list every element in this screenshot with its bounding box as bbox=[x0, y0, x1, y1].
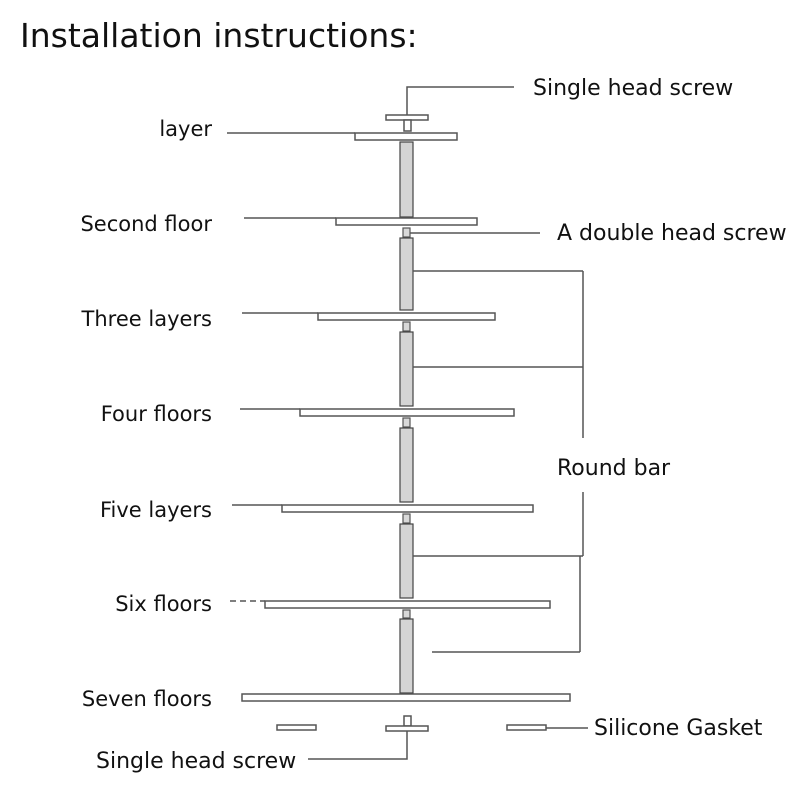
tier-label-3: Three layers bbox=[81, 307, 212, 331]
gasket-label: Silicone Gasket bbox=[594, 716, 763, 741]
top-screw-leader bbox=[406, 86, 514, 115]
top-screw-label: Single head screw bbox=[533, 76, 733, 101]
round-bar-label: Round bar bbox=[557, 456, 671, 481]
tier-plate-3 bbox=[317, 312, 496, 321]
tier-label-2: Second floor bbox=[80, 212, 212, 236]
tier-label-6: Six floors bbox=[115, 592, 212, 616]
round-bar-1 bbox=[399, 141, 414, 218]
round-bar-2 bbox=[399, 237, 414, 311]
page-title: Installation instructions: bbox=[20, 16, 418, 55]
double-screw-label: A double head screw bbox=[557, 221, 787, 246]
stud-4 bbox=[402, 417, 411, 428]
stud-6 bbox=[402, 609, 411, 619]
round-bar-bracket bbox=[413, 270, 584, 653]
silicone-gasket-right bbox=[506, 724, 547, 731]
double-head-screw-stud bbox=[402, 227, 411, 238]
tier-plate-1 bbox=[354, 132, 458, 141]
round-bar-5 bbox=[399, 523, 414, 599]
tier-plate-6 bbox=[264, 600, 551, 609]
round-bar-3 bbox=[399, 331, 414, 407]
tier-plate-2 bbox=[335, 217, 478, 226]
tier-plate-5 bbox=[281, 504, 534, 513]
tier-label-7: Seven floors bbox=[82, 687, 212, 711]
tier-label-1: layer bbox=[159, 117, 212, 141]
tier-plate-4 bbox=[299, 408, 515, 417]
bottom-single-head-screw bbox=[385, 715, 429, 732]
bottom-screw-label: Single head screw bbox=[96, 749, 296, 774]
stud-5 bbox=[402, 513, 411, 524]
tier-label-4: Four floors bbox=[101, 402, 212, 426]
top-single-head-screw bbox=[385, 114, 429, 132]
stud-3 bbox=[402, 321, 411, 332]
bottom-screw-leader bbox=[308, 731, 408, 760]
tier-label-5: Five layers bbox=[100, 498, 212, 522]
round-bar-6 bbox=[399, 618, 414, 694]
tier-plate-7 bbox=[241, 693, 571, 702]
round-bar-4 bbox=[399, 427, 414, 503]
silicone-gasket-left bbox=[276, 724, 317, 731]
